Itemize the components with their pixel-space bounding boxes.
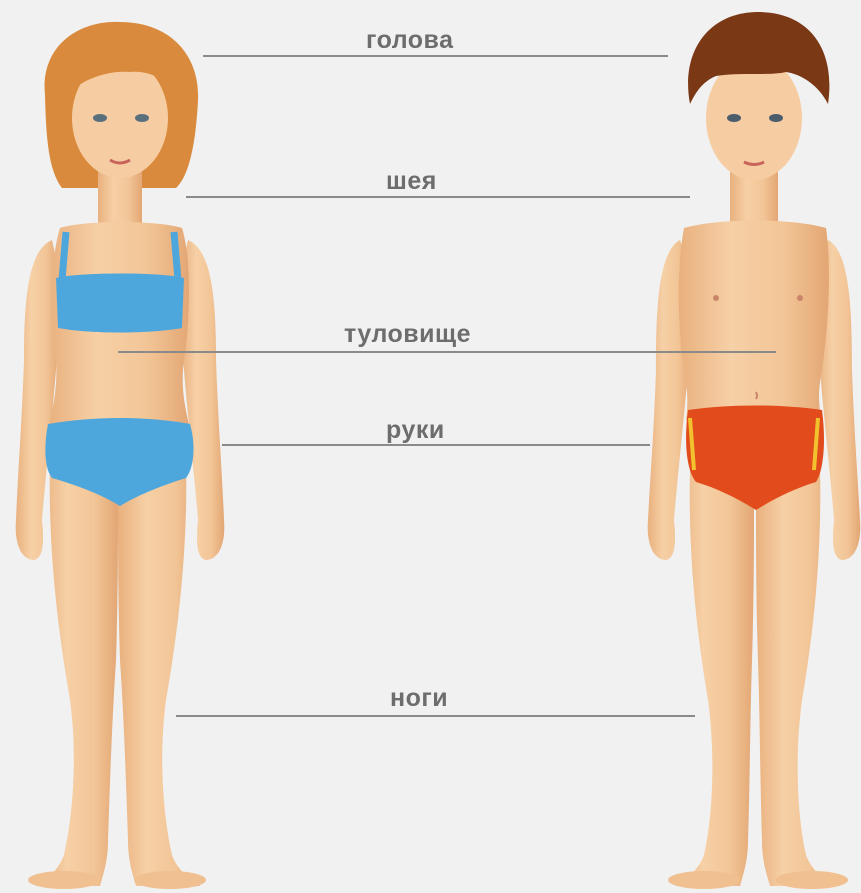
label-head: голова bbox=[366, 28, 454, 53]
boy-left-eye bbox=[727, 114, 741, 122]
girl-left-foot bbox=[28, 871, 100, 889]
boy-torso bbox=[679, 221, 829, 421]
boy-navel bbox=[756, 392, 757, 399]
girl-figure bbox=[16, 22, 225, 889]
boy-chest-right bbox=[797, 295, 803, 301]
girl-swimsuit-top bbox=[56, 274, 184, 333]
label-legs: ноги bbox=[390, 686, 448, 711]
boy-chest-left bbox=[713, 295, 719, 301]
boy-right-eye bbox=[769, 114, 783, 122]
boy-figure bbox=[648, 12, 861, 889]
label-torso: туловище bbox=[344, 322, 471, 347]
girl-right-leg bbox=[118, 460, 200, 886]
girl-right-eye bbox=[135, 114, 149, 122]
boy-right-leg bbox=[756, 470, 834, 886]
boy-left-foot bbox=[668, 871, 740, 889]
label-neck: шея bbox=[386, 169, 437, 194]
boy-right-foot bbox=[776, 871, 848, 889]
girl-left-leg bbox=[40, 460, 118, 886]
boy-left-leg bbox=[676, 470, 754, 886]
label-arms: руки bbox=[386, 418, 445, 443]
girl-left-eye bbox=[93, 114, 107, 122]
girl-right-foot bbox=[134, 871, 206, 889]
